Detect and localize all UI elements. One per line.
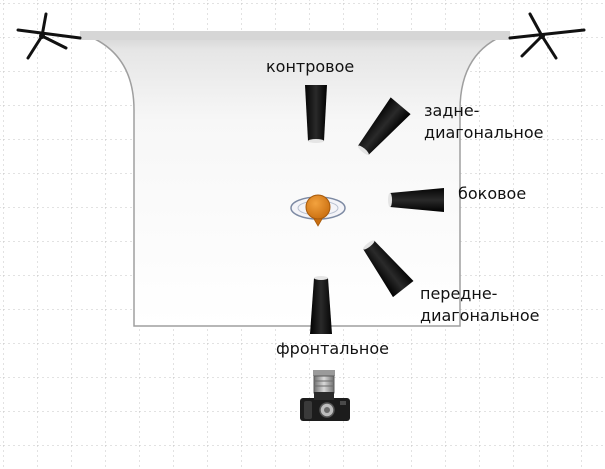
label-side-light: боковое <box>458 184 527 203</box>
backdrop-stand-icon <box>16 12 82 60</box>
label-front-diagonal-light: передне- диагональное <box>420 284 540 325</box>
spotlight-icon <box>363 240 414 298</box>
spotlight-icon <box>305 85 327 143</box>
stand-joint <box>539 33 545 39</box>
stand-joint <box>39 33 45 39</box>
spotlight-icon <box>357 97 411 155</box>
backdrop-paper <box>79 32 511 327</box>
subject-icon <box>290 194 346 227</box>
label-back-diagonal-light: задне- диагональное <box>424 101 544 142</box>
spotlight-icon <box>388 188 444 212</box>
backdrop-roll <box>80 31 510 40</box>
camera-icon <box>300 370 350 421</box>
spotlight-icon <box>310 276 332 334</box>
label-front-light: фронтальное <box>276 339 389 358</box>
label-back-light: контровое <box>266 57 355 76</box>
backdrop-stand-icon <box>508 12 586 60</box>
